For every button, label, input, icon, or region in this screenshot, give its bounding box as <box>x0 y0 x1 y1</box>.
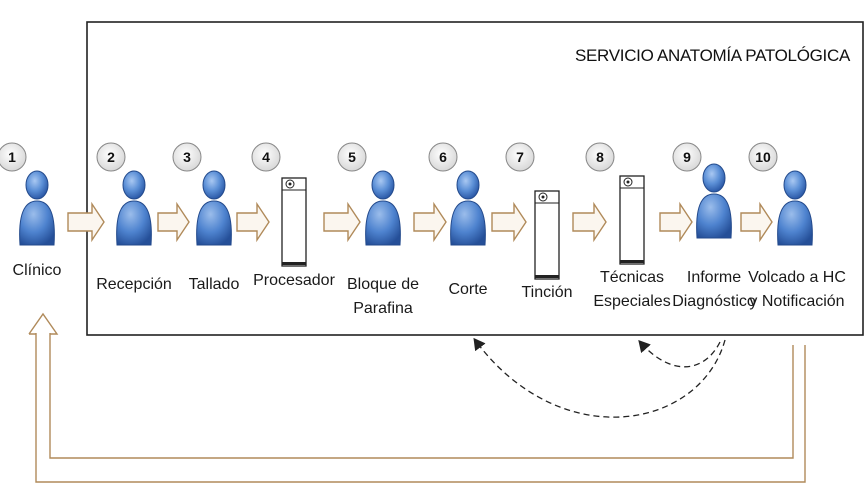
person-icon <box>450 170 486 246</box>
step-number-badge: 6 <box>428 142 458 172</box>
flow-arrow <box>236 201 270 243</box>
step-number-badge: 4 <box>251 142 281 172</box>
step-number: 10 <box>755 149 771 165</box>
person-icon <box>19 170 55 246</box>
flow-arrow <box>740 201 773 243</box>
step-number-badge: 7 <box>505 142 535 172</box>
flow-arrow <box>67 201 105 243</box>
flow-arrow <box>659 201 693 243</box>
machine-icon <box>619 175 645 265</box>
flow-arrow <box>323 201 361 243</box>
step-number: 8 <box>596 149 604 165</box>
step-number-badge: 8 <box>585 142 615 172</box>
step-number-badge: 2 <box>96 142 126 172</box>
person-icon <box>777 170 813 246</box>
step-number-badge: 9 <box>672 142 702 172</box>
step-label: Procesador <box>253 272 335 289</box>
step-number-badge: 3 <box>172 142 202 172</box>
step-number-badge: 1 <box>0 142 27 172</box>
step-number: 4 <box>262 149 270 165</box>
step-number: 2 <box>107 149 115 165</box>
step-label: Tallado <box>188 276 240 293</box>
machine-icon <box>281 177 307 267</box>
step-number-badge: 10 <box>748 142 778 172</box>
step-5: 5 <box>337 142 401 246</box>
step-number: 5 <box>348 149 356 165</box>
step-1: 1 <box>0 142 55 246</box>
step-label: Tinción <box>521 284 573 301</box>
flow-arrow <box>491 201 527 243</box>
step-label: Recepción <box>96 276 172 293</box>
step-label: Corte <box>448 281 488 298</box>
step-number: 1 <box>8 149 16 165</box>
person-icon <box>196 170 232 246</box>
step-label: Técnicas Especiales <box>593 269 671 310</box>
flow-arrow <box>413 201 447 243</box>
flow-arrow <box>572 201 607 243</box>
step-number: 9 <box>683 149 691 165</box>
step-7: 7 <box>505 142 560 280</box>
step-number: 3 <box>183 149 191 165</box>
step-10: 10 <box>748 142 813 246</box>
person-icon <box>365 170 401 246</box>
flow-arrow <box>157 201 190 243</box>
step-number-badge: 5 <box>337 142 367 172</box>
step-3: 3 <box>172 142 232 246</box>
step-label: Bloque de Parafina <box>346 276 420 317</box>
step-6: 6 <box>428 142 486 246</box>
return-flow-arrow <box>28 312 806 483</box>
step-4: 4 <box>251 142 307 267</box>
step-9: 9 <box>672 142 732 239</box>
step-label: Informe Diagnóstico <box>672 269 756 310</box>
step-2: 2 <box>96 142 152 246</box>
service-boundary-box <box>86 21 864 336</box>
machine-icon <box>534 190 560 280</box>
person-icon <box>116 170 152 246</box>
step-number: 7 <box>516 149 524 165</box>
person-icon <box>696 163 732 239</box>
feedback-arrows <box>473 337 726 418</box>
step-number: 6 <box>439 149 447 165</box>
step-label: Clínico <box>12 262 62 279</box>
flow-arrows <box>67 201 773 243</box>
step-label: Volcado a HC y Notificación <box>748 269 846 310</box>
step-8: 8 <box>585 142 645 265</box>
service-title: SERVICIO ANATOMÍA PATOLÓGICA <box>575 46 851 65</box>
